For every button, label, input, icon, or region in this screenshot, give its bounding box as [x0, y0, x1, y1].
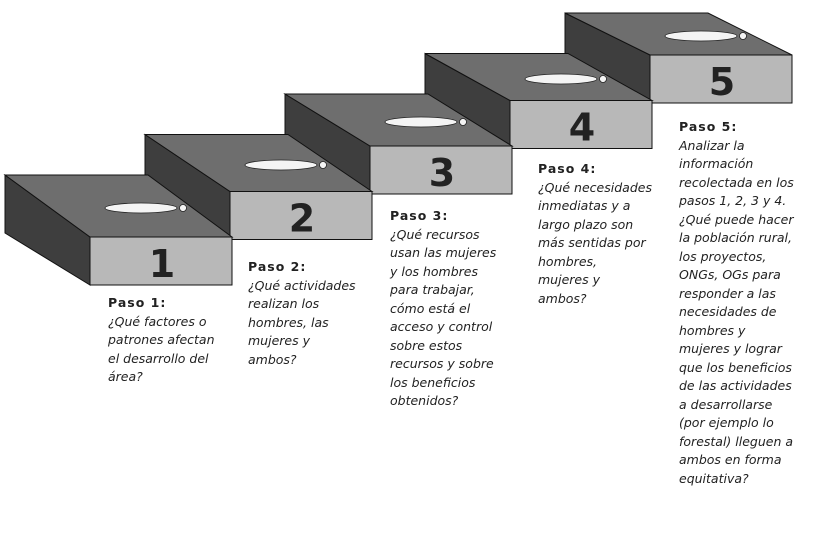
footprint-icon	[104, 202, 178, 214]
step-2-caption: Paso 2: ¿Qué actividades realizan los ho…	[248, 258, 356, 369]
step-2-text: ¿Qué actividades realizan los hombres, l…	[248, 277, 356, 367]
step-5-text: Analizar la información recolectada en l…	[679, 137, 794, 486]
footprint-toe-icon	[459, 118, 467, 126]
footprint-icon	[524, 73, 598, 85]
footprint-toe-icon	[179, 204, 187, 212]
step-3-title: Paso 3:	[390, 208, 449, 223]
step-3-front	[369, 145, 513, 195]
step-4-caption: Paso 4: ¿Qué necesidades inmediatas y a …	[538, 160, 652, 308]
step-1-number: 1	[149, 242, 175, 286]
step-5-front	[649, 54, 793, 104]
step-5-caption: Paso 5: Analizar la información recolect…	[679, 118, 794, 488]
step-3-text: ¿Qué recursos usan las mujeres y los hom…	[390, 226, 497, 409]
step-5-number: 5	[709, 60, 735, 104]
step-2-title: Paso 2:	[248, 259, 307, 274]
step-1-title: Paso 1:	[108, 295, 167, 310]
step-5-title: Paso 5:	[679, 119, 738, 134]
step-3-number: 3	[429, 151, 455, 195]
footprint-toe-icon	[319, 161, 327, 169]
footprint-icon	[384, 116, 458, 128]
step-1-caption: Paso 1: ¿Qué factores o patrones afectan…	[108, 294, 215, 387]
step-4-number: 4	[569, 106, 595, 150]
footprint-icon	[664, 30, 738, 42]
step-4-front	[509, 100, 653, 149]
footprint-toe-icon	[599, 75, 607, 83]
footprint-toe-icon	[739, 32, 747, 40]
step-1-text: ¿Qué factores o patrones afectan el desa…	[108, 313, 215, 385]
step-4-text: ¿Qué necesidades inmediatas y a largo pl…	[538, 179, 652, 306]
step-3-caption: Paso 3: ¿Qué recursos usan las mujeres y…	[390, 207, 496, 411]
step-4-title: Paso 4:	[538, 161, 597, 176]
step-2-front	[229, 191, 373, 240]
step-1-front	[89, 236, 233, 286]
footprint-icon	[244, 159, 318, 171]
step-2-number: 2	[289, 197, 315, 241]
